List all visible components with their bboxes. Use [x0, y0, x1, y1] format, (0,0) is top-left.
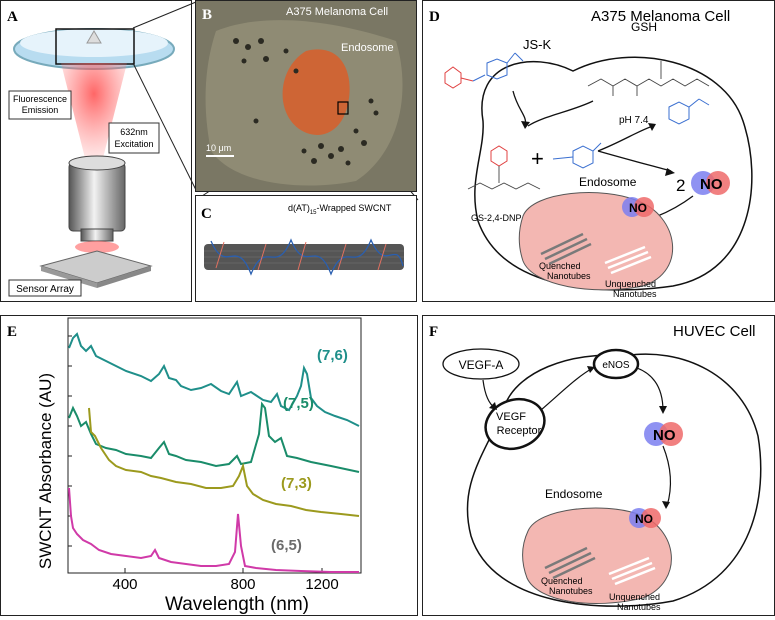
emission-label: Emission [22, 105, 59, 115]
ph-label: pH 7.4 [619, 115, 649, 126]
gs-dnp-label: GS-2,4-DNP [471, 213, 522, 223]
excitation-wavelength: 632nm [120, 127, 148, 137]
no-molecule-d-endosome: NO [629, 201, 647, 215]
peak-label-76: (7,6) [317, 347, 348, 364]
jsk-label: JS-K [523, 37, 552, 52]
dna-wrap [210, 238, 404, 276]
quenched-label-f-1: Quenched [541, 576, 583, 586]
unquenched-label-f-2: Nanotubes [617, 602, 661, 612]
panel-a: Fluorescence Emission 632nm Excitation S… [0, 0, 192, 302]
gsh-label: GSH [631, 20, 657, 34]
panel-b: 10 μm A375 Melanoma Cell Endosome B [195, 0, 417, 192]
panel-d: D A375 Melanoma Cell JS-K GSH [422, 0, 775, 302]
panel-letter-a: A [7, 9, 18, 25]
panel-e: E SWCNT Absorbance (AU) Wavelength (nm) … [0, 315, 418, 616]
panel-letter-b: B [202, 7, 212, 23]
quenched-nanotubes-d [540, 232, 592, 266]
quenched-label-d-2: Nanotubes [547, 271, 591, 281]
plot-frame [67, 317, 362, 574]
quenched-label-d-1: Quenched [539, 261, 581, 271]
no-molecule-f-endosome: NO [635, 512, 653, 526]
x-tick-1200: 1200 [305, 576, 338, 593]
panel-c: C d(AT)15-Wrapped SWCNT [195, 195, 417, 302]
receptor-oval [484, 397, 546, 451]
spectrum-76 [68, 332, 360, 427]
microscope-illustration: Fluorescence Emission 632nm Excitation S… [7, 9, 175, 297]
cell-membrane-d [474, 56, 753, 291]
excitation-beam [61, 63, 127, 166]
plus-sign: + [531, 146, 544, 171]
melanoma-scheme: D A375 Melanoma Cell JS-K GSH [429, 8, 753, 299]
endosome-label-b: Endosome [341, 42, 394, 54]
unquenched-label-d-1: Unquenched [605, 279, 656, 289]
swcnt-label: d(AT)15-Wrapped SWCNT [288, 203, 392, 216]
panel-letter-f: F [429, 324, 438, 340]
jsk-structure [444, 66, 474, 89]
vegfa-oval [442, 348, 520, 380]
panel-letter-d: D [429, 9, 440, 25]
panel-letter-c: C [201, 206, 212, 222]
endosome-label-f: Endosome [545, 487, 603, 501]
no-coefficient: 2 [676, 176, 685, 195]
no-molecule-f-main: NO [653, 427, 676, 444]
unquenched-label-d-2: Nanotubes [613, 289, 657, 299]
no-molecule-d-main: NO [700, 176, 723, 193]
gs-dnp-ring [490, 145, 508, 167]
receptor-label-2: Receptor [497, 425, 542, 437]
enos-oval [592, 348, 640, 380]
x-tick-400: 400 [112, 576, 137, 593]
fluorescence-label: Fluorescence [13, 94, 67, 104]
spectrum-65 [68, 487, 359, 573]
unquenched-label-f-1: Unquenched [609, 592, 660, 602]
absorbance-plot: E SWCNT Absorbance (AU) Wavelength (nm) … [7, 317, 362, 615]
nanotube-illustration: C d(AT)15-Wrapped SWCNT [201, 203, 404, 276]
cell-title-d: A375 Melanoma Cell [591, 8, 730, 25]
quenched-nanotubes-f [544, 546, 596, 580]
spectrum-75 [68, 401, 360, 473]
peak-label-65: (6,5) [271, 537, 302, 554]
y-axis-label: SWCNT Absorbance (AU) [36, 373, 55, 569]
x-tick-800: 800 [230, 576, 255, 593]
dna-wrap-accents [215, 241, 387, 271]
endosome-label-d: Endosome [579, 175, 637, 189]
peak-label-73: (7,3) [281, 475, 312, 492]
enos-label: eNOS [602, 360, 630, 371]
sensor-label: Sensor Array [16, 284, 74, 295]
endosome-d [518, 192, 674, 291]
x-axis-label: Wavelength (nm) [165, 594, 309, 615]
gsh-structure [587, 61, 710, 96]
peak-label-75: (7,5) [283, 395, 314, 412]
vegfa-label: VEGF-A [459, 358, 504, 372]
quenched-label-f-2: Nanotubes [549, 586, 593, 596]
endosome-fluorescence [282, 49, 350, 135]
excitation-label: Excitation [114, 139, 153, 149]
unquenched-nanotubes-f [608, 556, 656, 586]
scale-bar-label: 10 μm [206, 143, 231, 153]
receptor-label-1: VEGF [496, 411, 526, 423]
endosome-f [522, 507, 672, 604]
panel-f: F HUVEC Cell VEGF-A VEGF Receptor eNOS N… [422, 315, 775, 616]
spectrum-73 [88, 407, 360, 517]
micrograph-title: A375 Melanoma Cell [286, 6, 388, 18]
vesicle-dots [233, 38, 379, 166]
huvec-scheme: F HUVEC Cell VEGF-A VEGF Receptor eNOS N… [429, 323, 762, 612]
unquenched-nanotubes-d [604, 245, 652, 275]
panel-letter-e: E [7, 324, 17, 340]
micrograph: 10 μm A375 Melanoma Cell Endosome B [196, 1, 416, 191]
cell-title-f: HUVEC Cell [673, 323, 756, 340]
